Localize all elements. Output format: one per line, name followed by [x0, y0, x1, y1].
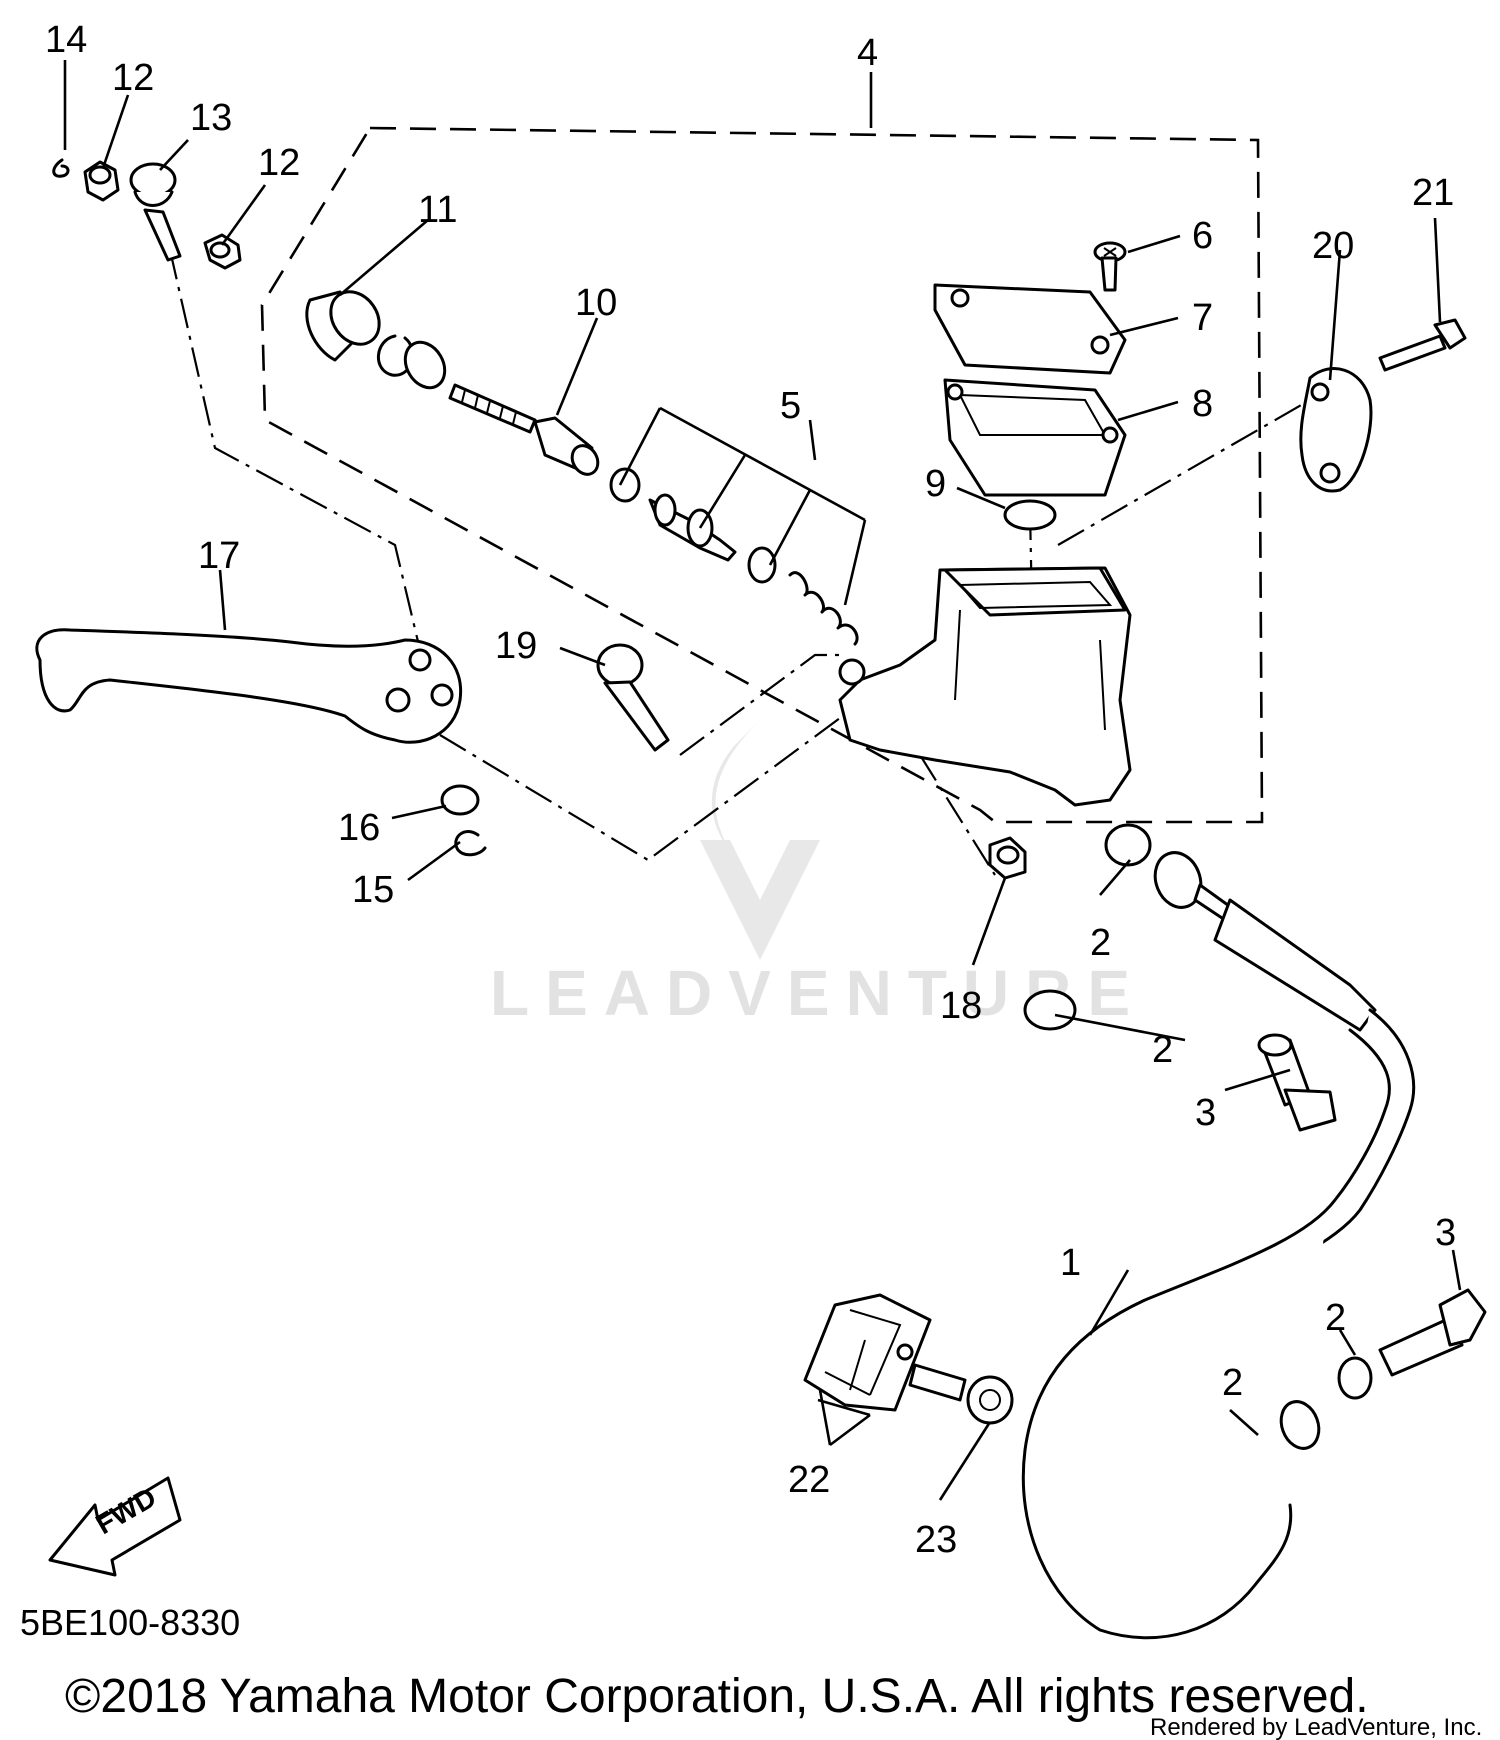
part-16-washer: [440, 784, 480, 816]
part-12-nut-right: [203, 233, 242, 270]
part-washer-small: [403, 340, 447, 390]
callout-17: 17: [198, 535, 240, 577]
callout-19: 19: [495, 625, 537, 667]
part-2-washer-c: [1337, 1356, 1373, 1400]
callout-21: 21: [1412, 172, 1454, 214]
part-8-diaphragm: [943, 378, 1127, 497]
callout-1: 1: [1060, 1242, 1081, 1284]
callout-2-c: 2: [1325, 1297, 1346, 1339]
part-11-boot: [305, 290, 381, 362]
callout-2-a: 2: [1090, 922, 1111, 964]
part-19-pivot-bolt: [596, 643, 670, 752]
watermark-logo: [700, 720, 820, 960]
part-9-plate: [1003, 499, 1057, 531]
part-23-bolt: [908, 1363, 1014, 1425]
callout-8: 8: [1192, 383, 1213, 425]
callout-15: 15: [352, 869, 394, 911]
callout-3-b: 3: [1435, 1212, 1456, 1254]
part-12-nut-left: [83, 160, 120, 202]
part-6-screw: [1093, 241, 1127, 292]
callout-12-a: 12: [112, 57, 154, 99]
part-5-piston-kit: [609, 406, 867, 646]
part-21-bolt: [1378, 318, 1467, 372]
callout-11: 11: [418, 189, 457, 231]
callout-10: 10: [575, 282, 617, 324]
part-3-banjo-bolt-a: [1257, 1033, 1337, 1132]
callout-3-a: 3: [1195, 1092, 1216, 1134]
master-cylinder-body: [838, 566, 1132, 807]
callout-14: 14: [45, 19, 87, 61]
callout-7: 7: [1192, 297, 1213, 339]
callout-18: 18: [940, 985, 982, 1027]
callout-5: 5: [780, 385, 801, 427]
assembly-line-pivot: [168, 249, 422, 651]
assembly-line-nut: [919, 754, 996, 876]
part-22-hose-clamp: [803, 1293, 932, 1412]
callout-16: 16: [338, 807, 380, 849]
leader-lines: [63, 60, 1462, 1501]
part-3-banjo-bolt-b: [1378, 1288, 1487, 1377]
rendered-by-text: Rendered by LeadVenture, Inc.: [1150, 1714, 1482, 1740]
copyright-text: ©2018 Yamaha Motor Corporation, U.S.A. A…: [65, 1670, 1369, 1723]
callout-23: 23: [915, 1519, 957, 1561]
part-18-nut: [988, 836, 1027, 880]
assembly-line-pivotbolt: [679, 653, 845, 756]
callout-22: 22: [788, 1459, 830, 1501]
callout-12-b: 12: [258, 142, 300, 184]
callout-20: 20: [1312, 225, 1354, 267]
part-13-pivot-bolt: [129, 162, 182, 262]
assembly-line-lever: [439, 717, 841, 862]
callout-2-d: 2: [1222, 1362, 1243, 1404]
part-2-washer-b: [1023, 989, 1077, 1031]
part-14-circlip: [52, 158, 70, 178]
fwd-arrow-icon: FWD: [48, 1476, 182, 1577]
part-2-washer-a: [1104, 823, 1152, 867]
diagram-code: 5BE100-8330: [20, 1602, 240, 1643]
part-17-lever: [35, 628, 463, 744]
part-20-bracket: [1299, 367, 1373, 493]
callout-13: 13: [190, 97, 232, 139]
part-7-cap: [933, 283, 1127, 375]
part-15-circlip: [454, 829, 487, 857]
callout-4: 4: [857, 32, 878, 74]
callout-9: 9: [925, 463, 946, 505]
part-1-brake-hose: [1021, 851, 1416, 1640]
assembly-4-boundary: [260, 126, 1264, 824]
callout-2-b: 2: [1152, 1029, 1173, 1071]
watermark-text: LEADVENTURE: [490, 957, 1146, 1029]
callout-6: 6: [1192, 215, 1213, 257]
part-10-push-rod: [448, 383, 600, 476]
